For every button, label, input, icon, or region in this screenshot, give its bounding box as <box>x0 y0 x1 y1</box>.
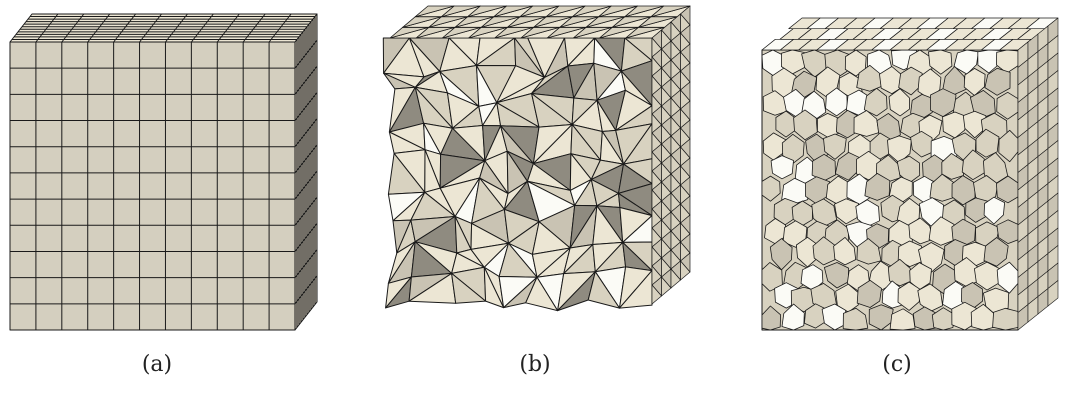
tet-face <box>483 266 505 309</box>
poly-cell <box>856 238 882 265</box>
poly-cell <box>842 307 869 331</box>
poly-cell <box>897 240 924 268</box>
side-tet-face <box>651 284 662 305</box>
poly-cell <box>761 175 781 202</box>
top-tet-face <box>650 5 691 18</box>
panel-b-tet-mesh-cube <box>382 5 691 312</box>
top-tet-face <box>545 5 586 18</box>
front-face <box>9 41 296 331</box>
tet-face <box>525 276 559 312</box>
poly-cell <box>975 128 1000 158</box>
top-tet-face <box>493 5 534 18</box>
poly-cell <box>856 279 882 308</box>
panel-b-caption: (b) <box>519 352 551 377</box>
right-face <box>294 13 318 331</box>
side-poly-cell <box>1047 280 1059 307</box>
poly-cell <box>864 172 891 201</box>
poly-cell <box>793 109 818 141</box>
top-tet-face <box>441 5 481 18</box>
poly-cell <box>781 303 805 331</box>
poly-cell <box>844 49 867 77</box>
poly-cell <box>984 67 1011 96</box>
tet-face <box>587 271 620 309</box>
top-tet-face <box>598 5 638 18</box>
poly-cell <box>928 216 955 246</box>
poly-cell <box>887 258 912 287</box>
panel-c-poly-mesh-cube <box>761 17 1059 331</box>
poly-cell <box>908 217 934 245</box>
poly-cell <box>770 155 794 180</box>
top-tet-face <box>467 5 508 18</box>
top-tet-face <box>624 5 665 18</box>
poly-cell <box>833 236 857 266</box>
poly-cell <box>821 303 847 331</box>
poly-cell <box>928 49 953 75</box>
poly-cell <box>888 88 910 117</box>
poly-cell <box>782 220 808 248</box>
poly-cell <box>992 307 1019 331</box>
poly-cell <box>761 262 783 292</box>
side-tet-face <box>661 276 672 297</box>
poly-cell <box>824 262 849 289</box>
poly-cell <box>977 49 1003 74</box>
poly-cell <box>823 133 847 160</box>
top-tet-face <box>414 5 455 18</box>
panel-a-caption: (a) <box>141 352 173 377</box>
panel-c-caption: (c) <box>882 352 912 377</box>
grid-line <box>268 13 292 43</box>
poly-cell <box>853 110 880 137</box>
poly-cell <box>834 198 859 225</box>
poly-cell <box>863 87 888 117</box>
grid-line <box>294 275 318 305</box>
tet-face <box>451 272 487 304</box>
poly-cell <box>889 308 916 331</box>
poly-cell <box>825 87 848 117</box>
side-tet-face <box>680 260 691 281</box>
poly-cell <box>856 64 882 92</box>
poly-cell <box>761 305 781 331</box>
panel-a-hex-mesh-cube <box>9 13 318 331</box>
poly-cell <box>961 149 986 181</box>
poly-cell <box>897 281 921 311</box>
side-tet-face <box>670 268 681 289</box>
poly-cell <box>962 110 987 139</box>
top-tet-face <box>519 5 560 18</box>
top-tet-face <box>572 5 612 18</box>
poly-cell <box>983 237 1009 267</box>
top-face <box>9 13 318 43</box>
poly-cell <box>868 304 894 331</box>
poly-cell <box>898 66 923 96</box>
poly-cell <box>983 196 1005 225</box>
poly-cell <box>910 130 935 158</box>
